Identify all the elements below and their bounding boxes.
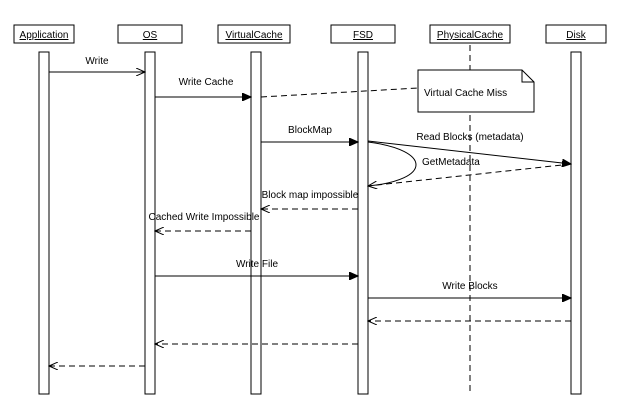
message-cached-write-impossible: Cached Write Impossible	[149, 212, 260, 231]
participant-disk-label: Disk	[566, 30, 586, 41]
message-getmetadata: GetMetadata	[367, 141, 572, 187]
lifeline-virtualcache	[250, 51, 262, 395]
message-write-blocks: Write Blocks	[368, 281, 571, 298]
message-write-cache: Write Cache	[155, 77, 251, 97]
message-write-blocks-label: Write Blocks	[442, 281, 497, 292]
participant-os: OS	[117, 24, 183, 44]
note-connector	[260, 87, 419, 98]
message-write-label: Write	[85, 56, 109, 67]
message-write: Write	[49, 56, 145, 72]
message-block-map-impossible: Block map impossible	[261, 190, 359, 209]
message-read-blocks-label: Read Blocks (metadata)	[416, 132, 523, 143]
message-cached-write-impossible-label: Cached Write Impossible	[149, 212, 260, 223]
participant-physicalcache: PhysicalCache	[429, 24, 511, 44]
participant-os-label: OS	[143, 30, 158, 41]
participant-fsd-label: FSD	[353, 30, 373, 41]
participant-disk: Disk	[545, 24, 607, 44]
participant-virtualcache-label: VirtualCache	[225, 30, 283, 41]
participant-virtualcache: VirtualCache	[217, 24, 291, 44]
message-read-blocks: Read Blocks (metadata)	[367, 132, 571, 164]
lifeline-os	[144, 51, 156, 395]
lifeline-disk	[570, 51, 582, 395]
note-virtual-cache-miss: Virtual Cache Miss	[417, 69, 535, 113]
message-blockmap: BlockMap	[261, 125, 358, 142]
participant-physicalcache-label: PhysicalCache	[437, 30, 504, 41]
lifeline-fsd	[357, 51, 369, 395]
message-write-file: Write File	[155, 259, 358, 276]
participant-application-label: Application	[20, 30, 69, 41]
message-blockmap-label: BlockMap	[288, 125, 332, 136]
lifeline-application	[38, 51, 50, 395]
note-text: Virtual Cache Miss	[424, 88, 507, 99]
message-getmetadata-label: GetMetadata	[422, 157, 480, 168]
message-write-cache-label: Write Cache	[179, 77, 234, 88]
message-write-file-label: Write File	[236, 259, 278, 270]
getmetadata-arc	[367, 141, 417, 187]
message-block-map-impossible-label: Block map impossible	[262, 190, 359, 201]
participant-application: Application	[13, 24, 75, 44]
participant-fsd: FSD	[330, 24, 396, 44]
